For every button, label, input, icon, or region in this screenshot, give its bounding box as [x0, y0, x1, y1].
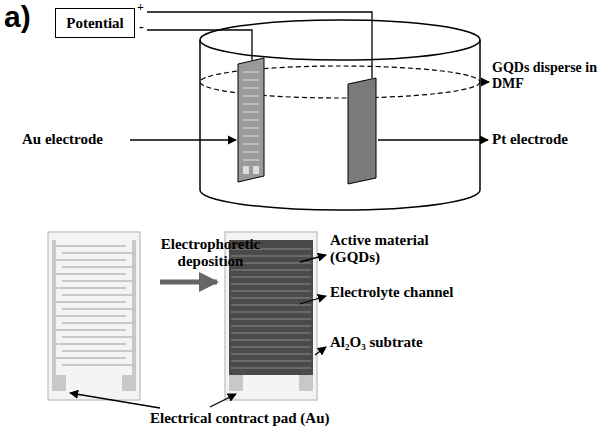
part-label: Au electrode	[22, 131, 130, 148]
part-label: Pt electrode	[492, 131, 604, 148]
au-electrode-symbol	[238, 58, 264, 182]
polarity-sign: +	[137, 1, 147, 15]
process-arrow	[160, 280, 217, 285]
box-label: Potential	[66, 15, 124, 32]
beaker	[200, 20, 480, 210]
part-label: Electrical contract pad (Au)	[150, 410, 450, 427]
panel-letter: a)	[4, 0, 54, 35]
instrument-box: Potential	[55, 8, 135, 38]
process-label: Electrophoretic deposition	[148, 236, 273, 271]
bare-electrode	[48, 232, 140, 400]
part-label: GQDs disperse in DMF	[492, 60, 604, 92]
part-label: Al₂O₃ subtrate	[330, 334, 480, 351]
leader-arrow	[70, 255, 326, 408]
polarity-sign: -	[139, 19, 149, 35]
part-label: Active material (GQDs)	[330, 232, 480, 267]
part-label: Electrolyte channel	[330, 284, 480, 301]
leader-arrow	[130, 82, 489, 140]
pt-electrode-symbol	[348, 78, 376, 184]
